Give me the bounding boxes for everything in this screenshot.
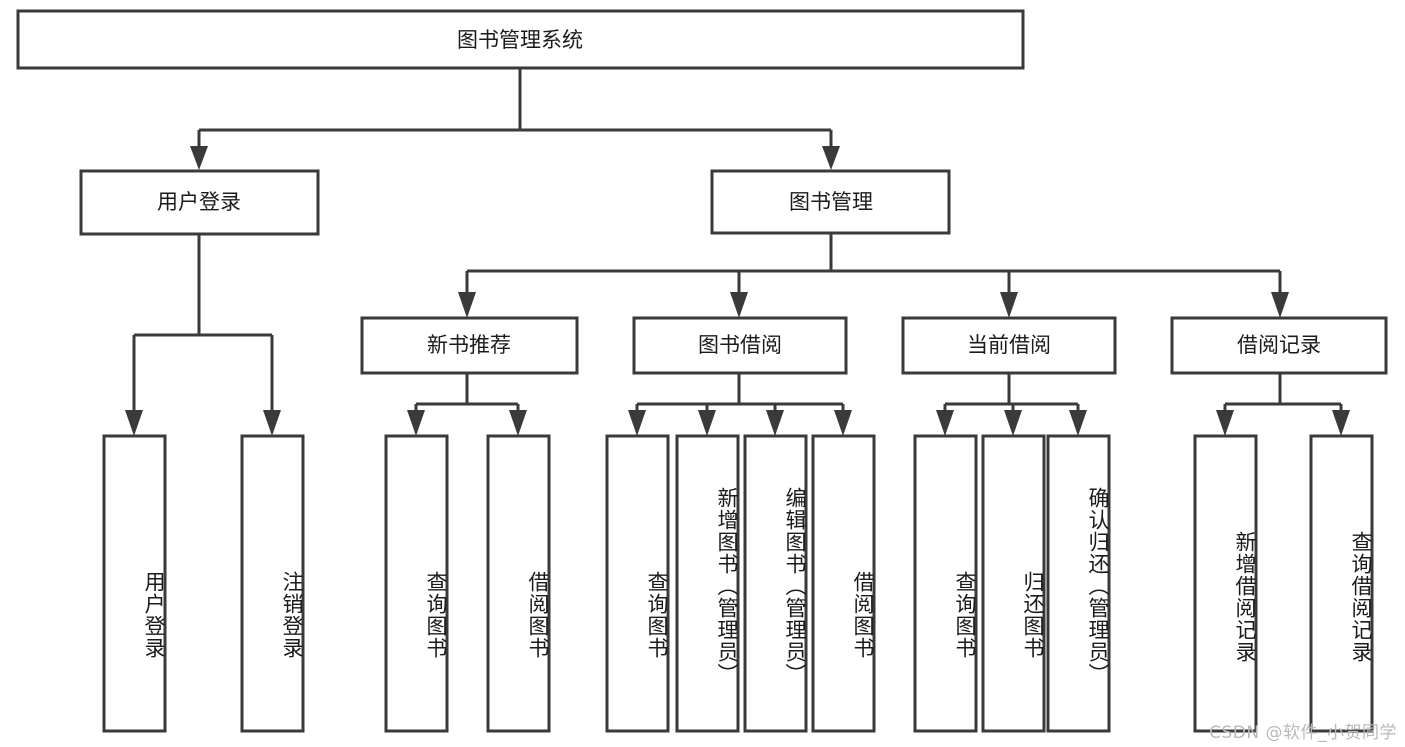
- node-root-rect[interactable]: [16, 9, 1025, 70]
- edges-userlogin-to-leaves: [125, 234, 281, 436]
- node-book-management-rect[interactable]: [710, 169, 951, 235]
- node-book-borrow-rect[interactable]: [632, 316, 848, 375]
- node-new-book-recommend-label: 新书推荐: [427, 333, 511, 357]
- arrow-to-current-query: [936, 410, 954, 436]
- leaf-records-query-rect[interactable]: [1309, 434, 1374, 733]
- arrow-to-book-mgmt: [822, 146, 840, 170]
- edges-currentborrow-to-leaves: [936, 373, 1087, 436]
- node-user-login-rect[interactable]: [79, 169, 320, 236]
- edges-root-to-level2: [190, 68, 840, 170]
- arrow-to-current-confirm: [1069, 410, 1087, 436]
- node-new-book-recommend[interactable]: 新书推荐: [360, 316, 579, 375]
- arrow-to-borrow-lend: [834, 410, 852, 436]
- leaf-records-add-rect[interactable]: [1193, 434, 1258, 733]
- arrow-to-newbook-borrow: [509, 410, 527, 436]
- node-new-book-recommend-rect[interactable]: [360, 316, 579, 375]
- node-root[interactable]: 图书管理系统: [16, 9, 1025, 70]
- leaf-current-return-rect[interactable]: [981, 434, 1046, 733]
- arrow-to-leaf-logout: [263, 410, 281, 436]
- node-current-borrow[interactable]: 当前借阅: [901, 316, 1117, 375]
- leaf-borrow-edit-rect[interactable]: [743, 434, 808, 733]
- arrow-to-current-borrow: [1000, 292, 1018, 318]
- node-current-borrow-label: 当前借阅: [967, 333, 1051, 357]
- leaf-borrow-lend-rect[interactable]: [811, 434, 876, 733]
- node-current-borrow-rect[interactable]: [901, 316, 1117, 375]
- arrow-to-borrow-records: [1271, 292, 1289, 318]
- arrow-to-records-add: [1216, 410, 1234, 436]
- arrow-to-user-login: [190, 146, 208, 170]
- arrow-to-newbook-query: [407, 410, 425, 436]
- leaf-user-login-rect[interactable]: [102, 434, 167, 733]
- edges-bookmgmt-to-level3: [458, 233, 1289, 318]
- node-root-label: 图书管理系统: [457, 28, 583, 52]
- arrow-to-borrow-edit: [766, 410, 784, 436]
- leaf-borrow-query-rect[interactable]: [605, 434, 670, 733]
- leaf-logout-rect[interactable]: [240, 434, 305, 733]
- arrow-to-borrow-query: [628, 410, 646, 436]
- leaf-newbook-query-rect[interactable]: [384, 434, 449, 733]
- node-borrow-records-label: 借阅记录: [1237, 333, 1321, 357]
- edges-newbook-to-leaves: [407, 373, 527, 436]
- node-user-login[interactable]: 用户登录: [79, 169, 320, 236]
- node-borrow-records-rect[interactable]: [1170, 316, 1388, 375]
- arrow-to-borrow-add: [698, 410, 716, 436]
- leaf-borrow-add-rect[interactable]: [675, 434, 740, 733]
- edges-records-to-leaves: [1216, 373, 1350, 436]
- node-book-management[interactable]: 图书管理: [710, 169, 951, 235]
- watermark: CSDN @软件_小贺同学: [1209, 723, 1397, 743]
- arrow-to-leaf-user-login: [125, 410, 143, 436]
- leaf-current-query-rect[interactable]: [913, 434, 978, 733]
- arrow-to-book-borrow: [730, 292, 748, 318]
- node-borrow-records[interactable]: 借阅记录: [1170, 316, 1388, 375]
- arrow-to-records-query: [1332, 410, 1350, 436]
- arrow-to-new-book: [458, 292, 476, 318]
- node-book-borrow-label: 图书借阅: [698, 333, 782, 357]
- leaf-newbook-borrow-rect[interactable]: [486, 434, 551, 733]
- leaf-current-confirm-rect[interactable]: [1046, 434, 1111, 733]
- node-book-management-label: 图书管理: [789, 190, 873, 214]
- edges-bookborrow-to-leaves: [628, 373, 852, 436]
- arrow-to-current-return: [1004, 410, 1022, 436]
- node-user-login-label: 用户登录: [157, 190, 241, 214]
- node-book-borrow[interactable]: 图书借阅: [632, 316, 848, 375]
